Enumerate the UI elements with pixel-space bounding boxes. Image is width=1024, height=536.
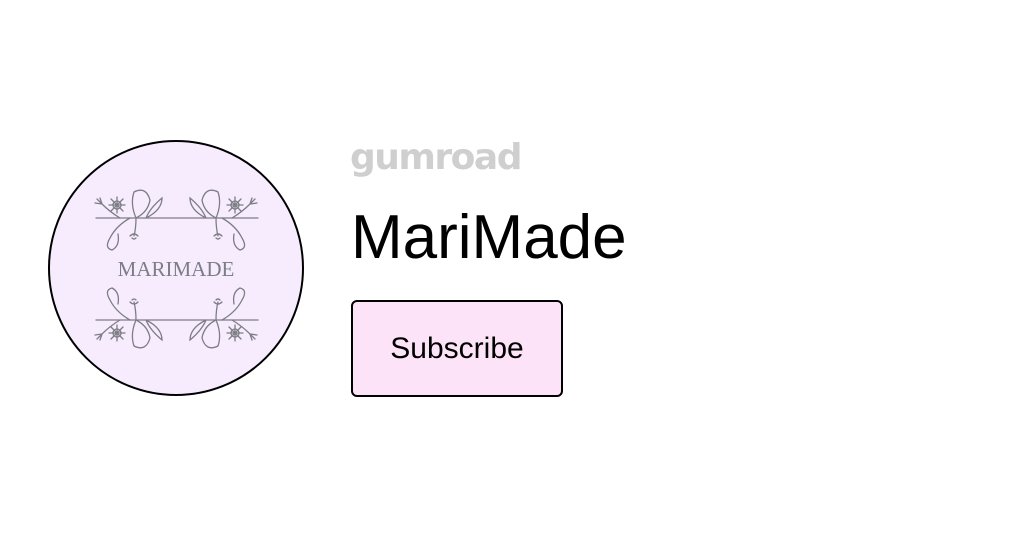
gumroad-logo[interactable]: GUMROAD (350, 137, 522, 178)
avatar: MARIMADE (48, 140, 304, 396)
avatar-text: MARIMADE (118, 257, 235, 281)
subscribe-button[interactable]: Subscribe (351, 300, 563, 397)
floral-logo-icon: MARIMADE (94, 189, 259, 349)
creator-name: MariMade (351, 203, 627, 272)
